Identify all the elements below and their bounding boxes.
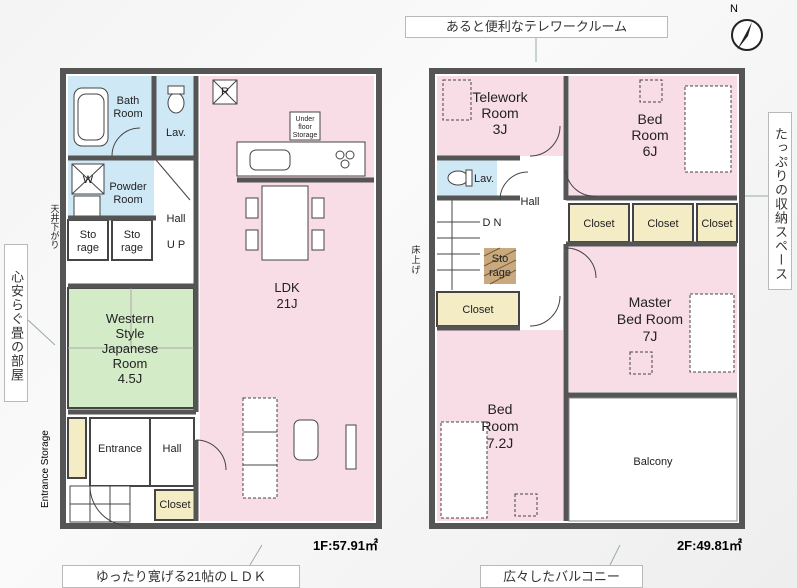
bed1-label-1: Bed [638, 111, 663, 127]
storage-left-label-2: rage [77, 242, 99, 254]
hall-label-2f: Hall [521, 196, 540, 208]
ceiling-note-3: 下 [50, 222, 59, 232]
floor1-area: 1F:57.91㎡ [313, 538, 378, 553]
washer-label: W [83, 174, 94, 186]
ceiling-note-2: 井 [50, 212, 59, 223]
master-label-3: 7J [643, 328, 658, 344]
callout-relax-room: 心安らぐ畳の部屋 [4, 244, 28, 402]
callout-balcony: 広々したバルコニー [480, 565, 643, 588]
bed1-label-3: 6J [643, 143, 658, 159]
callout-storage-space: たっぷりの収納スペース [768, 112, 792, 290]
master-label-2: Bed Room [617, 311, 683, 327]
compass-icon: N [730, 3, 763, 51]
up-label: U P [167, 239, 185, 251]
floor-note-1: 床 [411, 244, 420, 255]
storage-hatch [484, 248, 516, 284]
telework-room [437, 76, 563, 156]
master-label-1: Master [629, 294, 672, 310]
powder-label-1: Powder [109, 181, 147, 193]
callout-balcony-text: 広々したバルコニー [503, 569, 620, 584]
balcony [568, 397, 738, 522]
callout-ldk: ゆったり寛げる21帖のＬＤＫ [62, 565, 300, 588]
ceiling-note-1: 天 [50, 204, 59, 214]
telework-label-2: Room [481, 105, 518, 121]
hall-entry-label: Hall [163, 443, 182, 455]
bed2-label-1: Bed [488, 401, 513, 417]
compass-north-label: N [730, 3, 738, 15]
balcony-label: Balcony [633, 456, 673, 468]
japanese-label-4: Room [113, 356, 148, 371]
japanese-label-5: 4.5J [118, 371, 143, 386]
entrance-storage-label: Entrance Storage [40, 430, 51, 508]
japanese-label-2: Style [116, 326, 145, 341]
storage-right-label-1: Sto [124, 229, 141, 241]
closet-label-1f: Closet [159, 499, 190, 511]
powder-label-2: Room [113, 194, 142, 206]
bed1-label-2: Room [631, 127, 668, 143]
callout-relax-room-text: 心安らぐ畳の部屋 [9, 270, 24, 382]
refrigerator-label: R [221, 86, 229, 98]
telework-label-3: 3J [493, 121, 508, 137]
ceiling-note-5: り [50, 240, 59, 250]
lav-label-2f: Lav. [474, 173, 494, 185]
entrance-label: Entrance [98, 443, 142, 455]
bath-label-2: Room [113, 108, 142, 120]
storage-2f-label-2: rage [489, 267, 511, 279]
closet-a-label: Closet [583, 218, 614, 230]
under-floor-label-2: floor [298, 124, 312, 131]
floor2-plan: Telework Room 3J Bed Room 6J Master Bed … [411, 68, 745, 553]
japanese-label-1: Western [106, 311, 154, 326]
storage-right-label-2: rage [121, 242, 143, 254]
dn-label: D N [483, 217, 502, 229]
japanese-label-3: Japanese [102, 341, 158, 356]
telework-label-1: Telework [472, 89, 528, 105]
callout-telework: あると便利なテレワークルーム [405, 16, 668, 38]
closet-b-label: Closet [647, 218, 678, 230]
bed2-label-2: Room [481, 418, 518, 434]
floor1-plan: Bath Room Lav. Powder Room W Hall U P St… [40, 68, 382, 553]
floor-note-3: げ [411, 265, 420, 275]
floor2-area: 2F:49.81㎡ [677, 538, 742, 553]
callout-telework-text: あると便利なテレワークルーム [445, 19, 628, 34]
callout-ldk-text: ゆったり寛げる21帖のＬＤＫ [95, 569, 267, 584]
callout-storage-space-text: たっぷりの収納スペース [773, 127, 788, 281]
ceiling-note-4: が [50, 230, 59, 241]
bath-label-1: Bath [117, 95, 140, 107]
closet-c-label: Closet [701, 218, 732, 230]
storage-left-label-1: Sto [80, 229, 97, 241]
under-floor-label-1: Under [295, 116, 315, 123]
bed2-label-3: 7.2J [487, 435, 513, 451]
closet-d-label: Closet [462, 304, 493, 316]
hall-label-1f: Hall [167, 213, 186, 225]
lav-label-1f: Lav. [166, 127, 186, 139]
ldk-label-1: LDK [274, 280, 300, 295]
ldk-label-2: 21J [277, 296, 298, 311]
under-floor-label-3: Storage [293, 132, 318, 139]
floor-note-2: 上 [411, 255, 420, 265]
storage-2f-label-1: Sto [492, 253, 509, 265]
